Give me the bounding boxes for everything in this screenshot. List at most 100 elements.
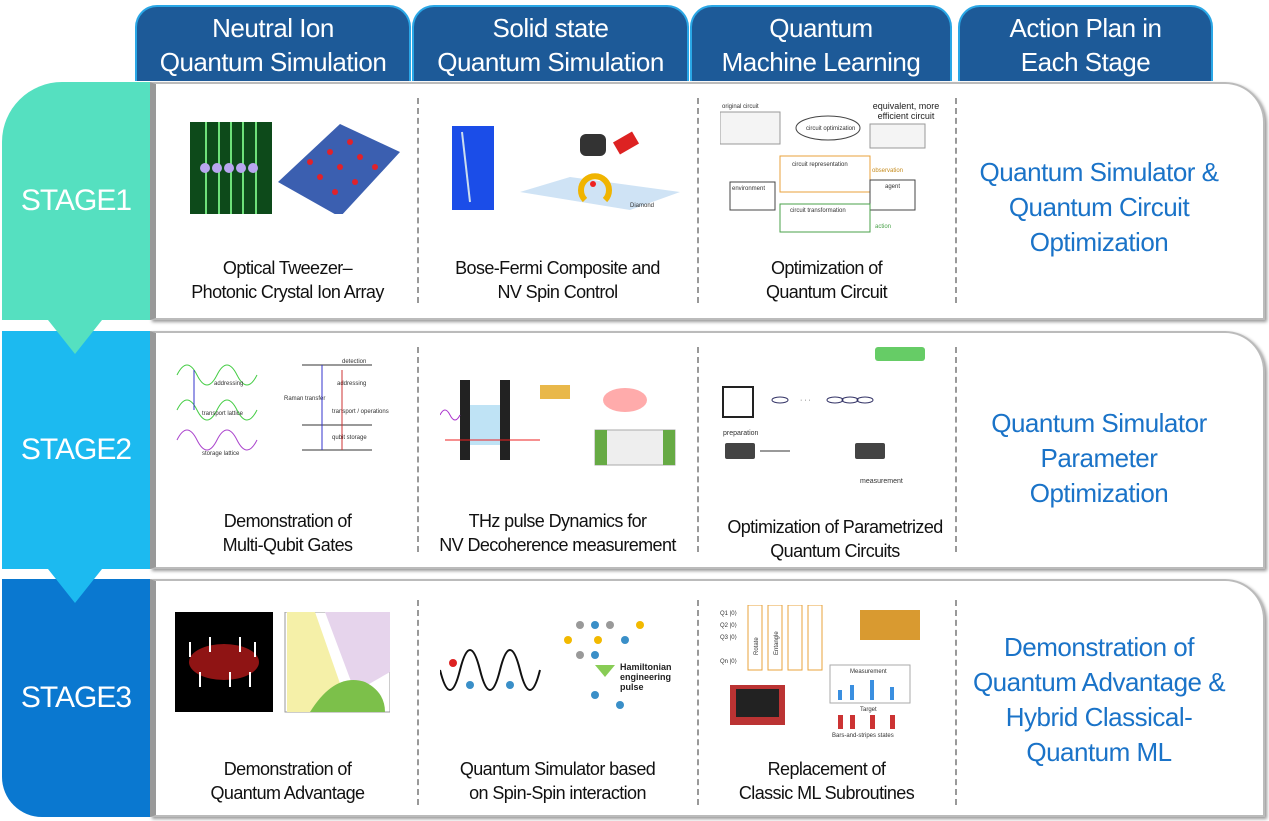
- divider: [697, 98, 699, 303]
- caption-optical-tweezer: Optical Tweezer– Photonic Crystal Ion Arr…: [160, 256, 415, 304]
- figure-label: agent: [885, 184, 900, 190]
- header-line: Solid state: [492, 13, 609, 43]
- figure-label: transport / operations: [332, 409, 389, 415]
- plan-line: Hybrid Classical-: [1005, 702, 1193, 732]
- figure-label: transport lattice: [202, 411, 244, 417]
- header-line: Neutral Ion: [212, 13, 334, 43]
- svg-text:Q2 |0⟩: Q2 |0⟩: [720, 622, 737, 629]
- caption-circuit-optimization: Optimization of Quantum Circuit: [700, 256, 953, 304]
- stage2-label: STAGE2: [2, 331, 150, 569]
- caption-line: Replacement of: [767, 759, 886, 779]
- optical-tweezer-figure: [190, 122, 400, 214]
- figure-label-efficient-circuit: equivalent, more efficient circuit: [872, 101, 940, 121]
- divider: [697, 347, 699, 552]
- quantum-advantage-figure: [175, 612, 390, 713]
- plan-line: Quantum Simulator &: [979, 157, 1219, 187]
- figure-label: qubit storage: [332, 435, 367, 441]
- classic-ml-replacement-figure: Q1 |0⟩ Q2 |0⟩ Q3 |0⟩ Qn |0⟩ Rotate Entangle…: [720, 605, 920, 739]
- plan-line: Parameter: [1040, 443, 1158, 473]
- figure-label: measurement: [860, 478, 903, 485]
- figure-label: environment: [732, 186, 765, 192]
- header-line: Quantum Simulation: [437, 47, 664, 77]
- stage1-label: STAGE1: [2, 82, 150, 320]
- figure-label-hamiltonian-pulse: Hamiltonian engineering pulse: [620, 662, 672, 692]
- stage3-label: STAGE3: [2, 579, 150, 817]
- figure-label: storage lattice: [202, 451, 240, 457]
- header-line: Each Stage: [1020, 47, 1151, 77]
- caption-line: Optimization of: [770, 258, 883, 278]
- spin-spin-figure: [440, 621, 644, 709]
- figure-label: Bars-and-stripes states: [832, 733, 894, 739]
- plan-line: Quantum Circuit: [1008, 192, 1190, 222]
- figure-label: Rotate: [754, 637, 760, 655]
- caption-line: THz pulse Dynamics for: [468, 511, 647, 531]
- svg-text:Qn |0⟩: Qn |0⟩: [720, 658, 737, 665]
- plan-line: Quantum ML: [1026, 737, 1172, 767]
- divider: [955, 600, 957, 805]
- caption-line: Optimization of Parametrized: [727, 517, 943, 537]
- divider: [417, 347, 419, 552]
- plan-line: Quantum Simulator: [991, 408, 1207, 438]
- figure-label: addressing: [337, 381, 366, 387]
- figure-label: Entangle: [774, 631, 780, 655]
- header-line: Machine Learning: [721, 47, 921, 77]
- caption-line: Photonic Crystal Ion Array: [191, 282, 384, 302]
- caption-line: Quantum Circuit: [765, 282, 888, 302]
- figure-label: addressing: [214, 381, 243, 387]
- caption-line: Quantum Simulator based: [459, 759, 656, 779]
- figure-label: circuit transformation: [790, 208, 846, 214]
- caption-line: Bose-Fermi Composite and: [455, 258, 660, 278]
- svg-text:Q3 |0⟩: Q3 |0⟩: [720, 634, 737, 641]
- plan-line: Quantum Advantage &: [972, 667, 1226, 697]
- caption-line: Multi-Qubit Gates: [222, 535, 353, 555]
- plan-line: Optimization: [1029, 478, 1169, 508]
- header-line: Quantum Simulation: [159, 47, 387, 77]
- caption-line: on Spin-Spin interaction: [469, 783, 646, 803]
- caption-line: Quantum Circuits: [770, 541, 900, 561]
- caption-line: NV Decoherence measurement: [439, 535, 676, 555]
- divider: [955, 98, 957, 303]
- figure-label: Diamond: [630, 203, 654, 209]
- figure-label: Raman transfer: [284, 396, 325, 402]
- parametrized-circuit-figure: · · · preparation measurement: [722, 347, 925, 485]
- divider: [417, 600, 419, 805]
- divider: [417, 98, 419, 303]
- caption-spin-spin: Quantum Simulator based on Spin-Spin inte…: [420, 757, 695, 805]
- thz-pulse-figure: [440, 380, 676, 466]
- caption-line: Optical Tweezer–: [222, 258, 353, 278]
- figure-label: preparation: [723, 430, 759, 437]
- header-line: Quantum: [769, 13, 873, 43]
- caption-multi-qubit-gates: Demonstration of Multi-Qubit Gates: [160, 509, 415, 557]
- down-arrow-icon: [48, 569, 102, 603]
- divider: [955, 347, 957, 552]
- caption-line: Classic ML Subroutines: [738, 783, 915, 803]
- svg-text:Q1 |0⟩: Q1 |0⟩: [720, 610, 737, 617]
- divider: [697, 600, 699, 805]
- figure-label: circuit representation: [792, 162, 848, 168]
- figure-label: observation: [872, 168, 903, 174]
- caption-classic-ml: Replacement of Classic ML Subroutines: [700, 757, 953, 805]
- figure-label: detection: [342, 359, 366, 365]
- figure-label: original circuit: [722, 104, 759, 110]
- svg-text:· · ·: · · ·: [800, 397, 811, 404]
- circuit-optimization-figure: original circuit circuit optimization ci…: [720, 104, 926, 233]
- figure-label: Target: [860, 707, 877, 713]
- figure-label: action: [875, 224, 891, 230]
- caption-line: Demonstration of: [223, 759, 352, 779]
- multi-qubit-gates-figure: addressing transport lattice storage lat…: [176, 359, 389, 457]
- figure-label: Measurement: [850, 669, 887, 675]
- caption-thz-pulse: THz pulse Dynamics for NV Decoherence mea…: [420, 509, 695, 557]
- bose-fermi-nv-figure: Diamond: [452, 126, 680, 210]
- caption-line: Demonstration of: [223, 511, 352, 531]
- plan-line: Optimization: [1029, 227, 1169, 257]
